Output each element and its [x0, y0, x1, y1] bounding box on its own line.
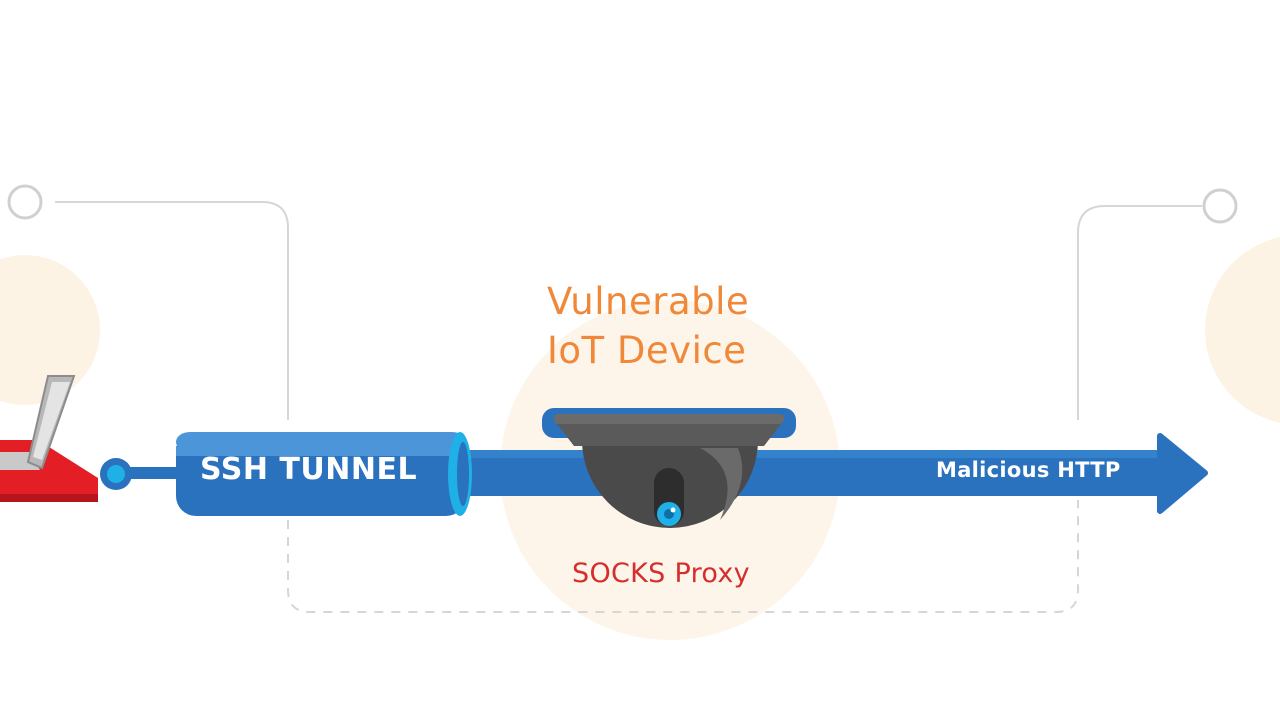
- laptop-icon: [0, 375, 98, 502]
- right-connector: [1077, 205, 1202, 420]
- socks-proxy-label: SOCKS Proxy: [572, 558, 750, 589]
- malicious-http-label: Malicious HTTP: [936, 458, 1121, 482]
- ssh-tunnel-label: SSH TUNNEL: [200, 452, 418, 487]
- device-title-line1: Vulnerable: [547, 280, 750, 323]
- ssh-tunnel-cylinder: [176, 432, 472, 516]
- target-halo: [1205, 237, 1280, 423]
- device-title: Vulnerable IoT Device: [547, 277, 787, 375]
- device-title-line2: IoT Device: [547, 329, 747, 372]
- dashed-loop: [287, 500, 1079, 613]
- left-connector: [55, 201, 289, 420]
- tunnel-entry: [100, 458, 188, 490]
- dome-camera-icon: [542, 408, 796, 528]
- connector-lines: [55, 201, 1202, 613]
- right-connector-node: [1202, 188, 1238, 224]
- attacker-halo: [0, 255, 100, 405]
- left-connector-node: [7, 184, 43, 220]
- http-arrow: [460, 433, 1208, 514]
